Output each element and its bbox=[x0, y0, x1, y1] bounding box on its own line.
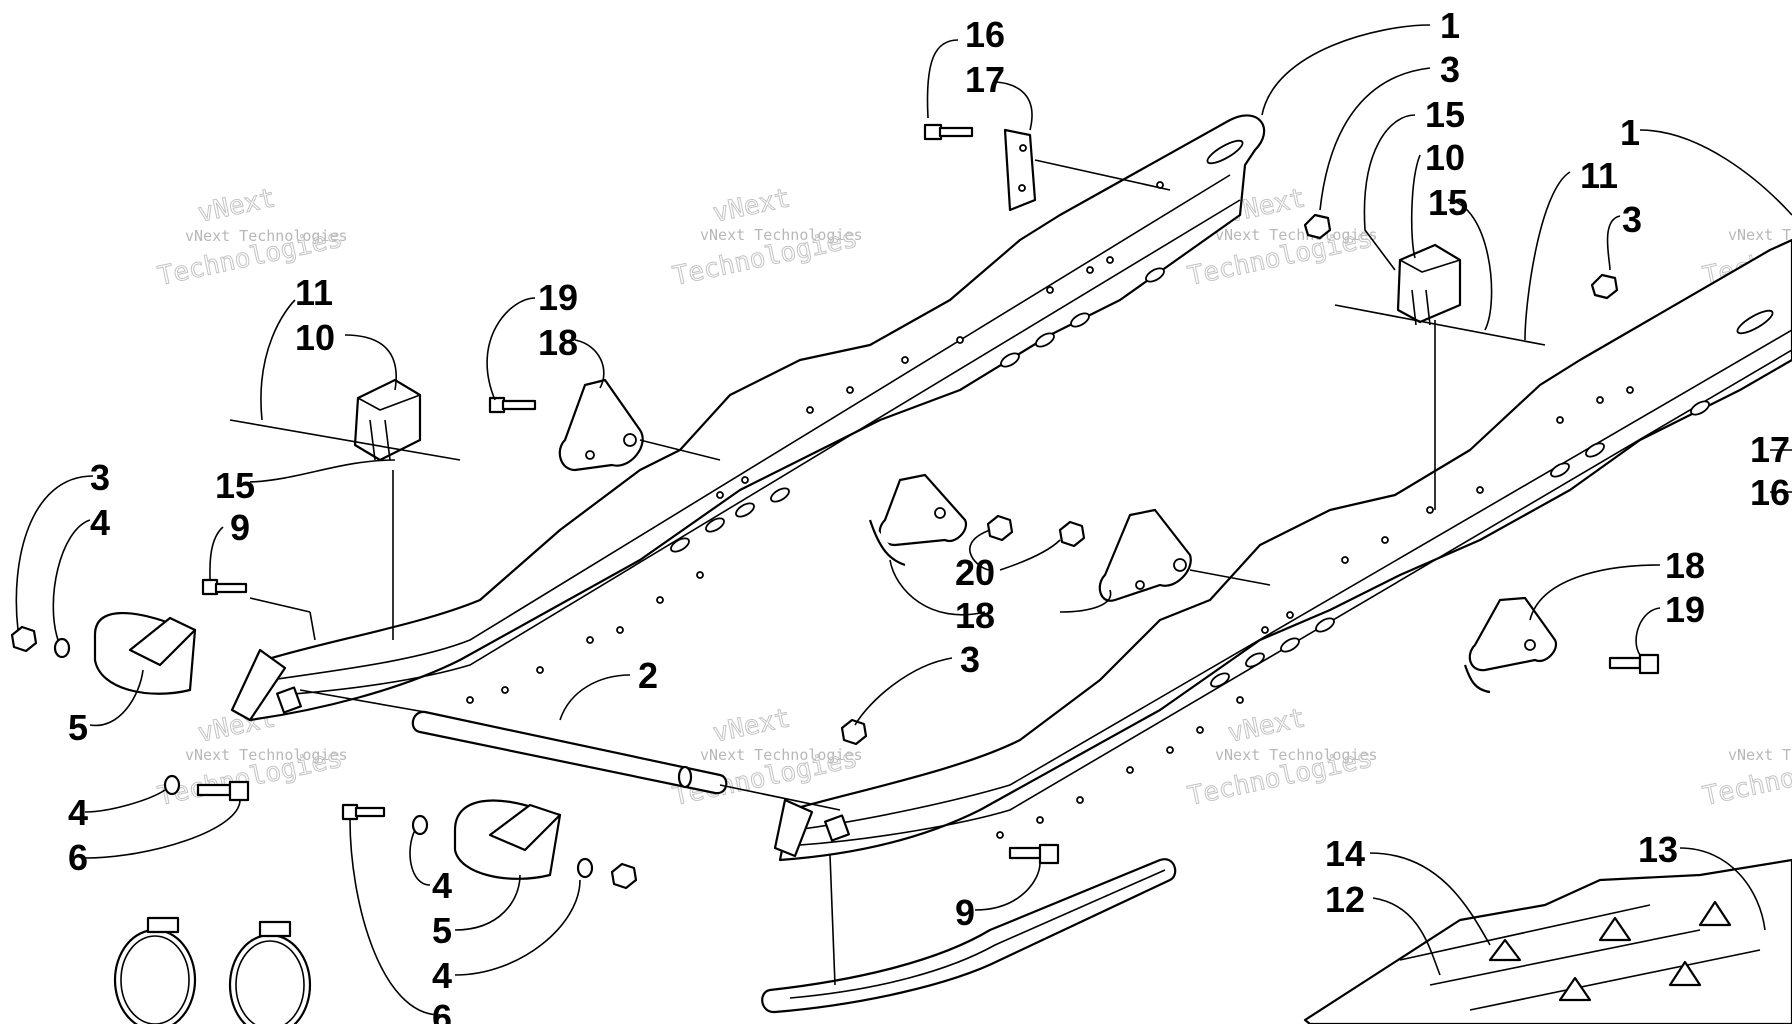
watermark-8: vNext Technologies Technologies bbox=[1700, 743, 1792, 812]
callout-2: 2 bbox=[638, 655, 658, 696]
svg-text:vNext: vNext bbox=[710, 703, 793, 749]
callout-18-center: 18 bbox=[955, 595, 995, 636]
cross-shaft bbox=[299, 689, 841, 811]
svg-text:vNext: vNext bbox=[710, 183, 793, 229]
hose-clamp-left bbox=[113, 916, 197, 1024]
svg-text:vNext: vNext bbox=[1225, 703, 1308, 749]
svg-text:vNext Technologies: vNext Technologies bbox=[1728, 746, 1792, 764]
leader-lines bbox=[15, 24, 1792, 1016]
callout-18-left: 18 bbox=[538, 322, 578, 363]
callout-17-right: 17 bbox=[1750, 429, 1790, 470]
callout-14: 14 bbox=[1325, 833, 1365, 874]
callout-15-top-b: 15 bbox=[1428, 182, 1468, 223]
bolt-6-lower bbox=[196, 780, 250, 802]
callout-4-left: 4 bbox=[90, 502, 110, 543]
rail-holes-right bbox=[996, 309, 1774, 839]
callout-10-left: 10 bbox=[295, 317, 335, 358]
callout-3-right: 3 bbox=[1622, 199, 1642, 240]
callout-13: 13 bbox=[1638, 829, 1678, 870]
washer-4-center bbox=[411, 814, 429, 836]
svg-text:vNext Technologies: vNext Technologies bbox=[700, 746, 863, 764]
washer-4-center-b bbox=[576, 857, 594, 879]
left-slide-rail bbox=[230, 114, 1266, 722]
callout-4-center-b: 4 bbox=[432, 955, 452, 996]
bracket-18-left-front bbox=[868, 473, 968, 567]
callout-6-lower: 6 bbox=[68, 837, 88, 878]
bolt-19-right bbox=[1608, 653, 1660, 675]
callout-1-top: 1 bbox=[1440, 5, 1460, 46]
hose-clamp-right bbox=[228, 920, 312, 1024]
callout-20: 20 bbox=[955, 552, 995, 593]
svg-text:vNext Technologies: vNext Technologies bbox=[185, 227, 348, 245]
callout-11-right: 11 bbox=[1580, 155, 1618, 196]
bolt-9-right bbox=[1008, 843, 1060, 865]
callout-16-top: 16 bbox=[965, 14, 1005, 55]
mount-10-left bbox=[229, 378, 461, 462]
callout-16-right: 16 bbox=[1750, 472, 1790, 513]
guide-block-5-center bbox=[453, 799, 562, 880]
callout-5-center: 5 bbox=[432, 910, 452, 951]
svg-text:vNext: vNext bbox=[195, 183, 278, 229]
watermark-6: vNext Technologies vNext Technologies bbox=[670, 703, 863, 813]
callout-11-left: 11 bbox=[295, 272, 333, 313]
wear-strip bbox=[761, 854, 1177, 1014]
bolt-19-left bbox=[488, 396, 537, 414]
callout-10-top: 10 bbox=[1425, 137, 1465, 178]
svg-text:vNext Technologies: vNext Technologies bbox=[700, 226, 863, 244]
callout-19-left: 19 bbox=[538, 277, 578, 318]
callout-19-right: 19 bbox=[1665, 589, 1705, 630]
svg-text:vNext Technologies: vNext Technologies bbox=[1728, 226, 1792, 244]
callout-3-left: 3 bbox=[90, 457, 110, 498]
bracket-18-right-front bbox=[1463, 596, 1558, 694]
bracket-18-right-rear bbox=[1098, 508, 1271, 602]
svg-text:vNext Technologies: vNext Technologies bbox=[185, 746, 348, 764]
track-section bbox=[1303, 858, 1792, 1024]
callout-5-left: 5 bbox=[68, 707, 88, 748]
mount-10-right bbox=[1334, 243, 1546, 346]
nut-20-b bbox=[1058, 520, 1086, 548]
bolt-16 bbox=[923, 123, 974, 141]
bolt-9-left bbox=[201, 578, 316, 641]
washer-4-lower bbox=[163, 774, 181, 796]
callout-9-left: 9 bbox=[230, 507, 250, 548]
nut-3-center bbox=[840, 718, 868, 746]
callout-17-top: 17 bbox=[965, 59, 1005, 100]
callout-15-top: 15 bbox=[1425, 94, 1465, 135]
callout-6-center: 6 bbox=[432, 997, 452, 1024]
right-slide-rail bbox=[773, 238, 1792, 862]
callout-4-lower: 4 bbox=[68, 792, 88, 833]
washer-4-left bbox=[53, 637, 71, 659]
callout-15-left: 15 bbox=[215, 465, 255, 506]
bracket-17-top bbox=[1003, 128, 1171, 212]
bracket-18-left-rear bbox=[558, 378, 721, 472]
nut-center-b bbox=[610, 862, 638, 890]
watermark-7: vNext Technologies vNext Technologies bbox=[1185, 703, 1378, 813]
callout-3-center: 3 bbox=[960, 639, 980, 680]
svg-text:vNext Technologies: vNext Technologies bbox=[1215, 226, 1378, 244]
nut-3-left bbox=[10, 625, 38, 653]
callout-3-top: 3 bbox=[1440, 49, 1460, 90]
watermark-2: vNext Technologies vNext Technologies bbox=[670, 183, 863, 293]
guide-block-5-left bbox=[93, 611, 197, 695]
callout-9-right: 9 bbox=[955, 892, 975, 933]
callout-labels: 16 17 1 3 15 10 15 1 11 3 11 10 19 18 3 … bbox=[68, 5, 1790, 1024]
callout-4-center: 4 bbox=[432, 865, 452, 906]
callout-1-right: 1 bbox=[1620, 112, 1640, 153]
bolt-6-center bbox=[341, 803, 386, 821]
nut-3-top bbox=[1303, 213, 1332, 240]
rail-holes-left bbox=[466, 139, 1244, 704]
nut-20-a bbox=[986, 514, 1014, 542]
svg-text:vNext Technologies: vNext Technologies bbox=[1215, 746, 1378, 764]
callout-18-right: 18 bbox=[1665, 545, 1705, 586]
nut-3-right bbox=[1590, 273, 1619, 300]
callout-12: 12 bbox=[1325, 879, 1365, 920]
